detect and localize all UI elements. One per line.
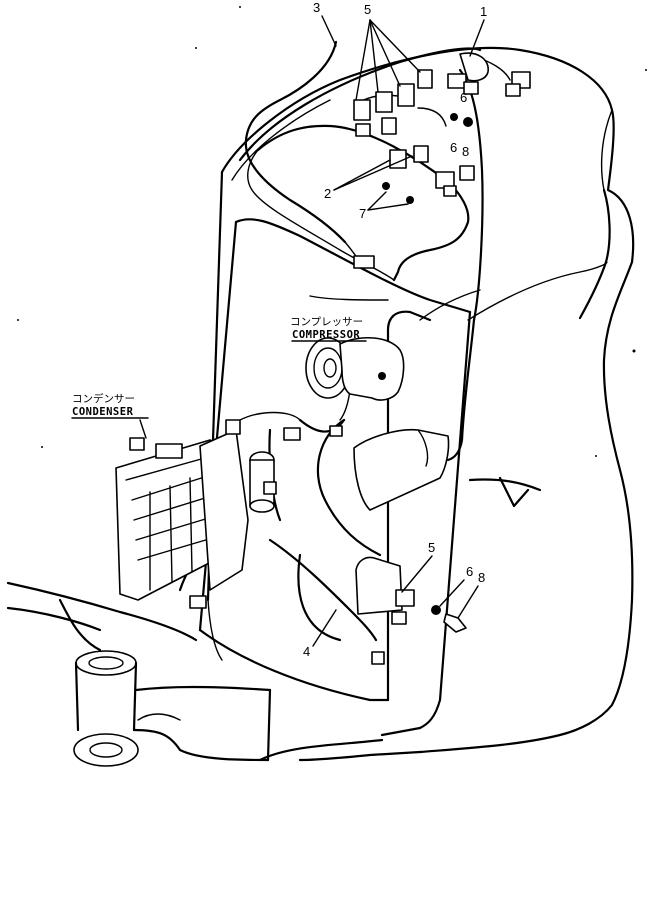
lower-relay-group	[353, 428, 467, 665]
washer-6-lower	[431, 605, 441, 615]
callout-8-a: 8	[462, 144, 469, 159]
connector-f	[355, 123, 371, 137]
screw-7-a	[382, 182, 390, 190]
callout-2: 2	[324, 186, 331, 201]
callout-7: 7	[359, 206, 366, 221]
clip-1	[459, 52, 489, 82]
callout-4: 4	[303, 644, 310, 659]
relay-5-lower	[395, 589, 415, 607]
relay-a	[353, 99, 371, 121]
callout-6-c: 6	[466, 564, 473, 579]
condenser-label-en: CONDENSER	[72, 406, 134, 418]
wire-harness	[239, 40, 511, 642]
lower-bracket	[355, 556, 403, 615]
upper-relay-cluster	[353, 52, 531, 269]
boom-base	[6, 476, 542, 767]
scan-dots	[17, 6, 647, 457]
compressor-label-en: COMPRESSOR	[292, 329, 360, 341]
condenser-unit	[115, 419, 301, 609]
callout-5-lower: 5	[428, 540, 435, 555]
compressor-label-jp: コンプレッサー	[290, 316, 363, 328]
seat-box	[353, 428, 450, 511]
washer-6-top	[450, 113, 458, 121]
compressor-unit	[305, 336, 405, 437]
callout-6-b: 6	[450, 140, 457, 155]
compressor-connector	[329, 425, 343, 437]
relay-c	[397, 83, 415, 107]
condenser-fitting	[129, 437, 145, 451]
pivot-pin-top	[75, 650, 137, 676]
connector-e	[381, 117, 397, 135]
callout-1: 1	[480, 4, 487, 19]
condenser-label-jp: コンデンサー	[72, 392, 135, 405]
callout-5-top: 5	[364, 2, 371, 17]
cab-body	[198, 46, 635, 762]
component-labels: コンプレッサー COMPRESSOR コンデンサー CONDENSER	[71, 316, 367, 439]
callout-8-b: 8	[478, 570, 485, 585]
screw-7-b	[406, 196, 414, 204]
leader-lines	[312, 15, 485, 647]
compressor-body	[339, 336, 405, 401]
connector-g	[447, 73, 467, 89]
connector-4-end	[371, 651, 385, 665]
bolt-8-top	[463, 117, 473, 127]
relay-d	[417, 69, 433, 89]
callout-3: 3	[313, 0, 320, 15]
relay-b	[375, 91, 393, 113]
callout-6-a: 6	[460, 90, 467, 105]
bolt-8-lower	[443, 613, 467, 633]
condenser-side-panel	[199, 429, 249, 591]
connector-roof	[353, 255, 375, 269]
part-callouts: 1 3 5 6 6 8 2 7 5 6 8 4	[303, 0, 487, 659]
pivot-pin-bottom	[73, 733, 139, 767]
